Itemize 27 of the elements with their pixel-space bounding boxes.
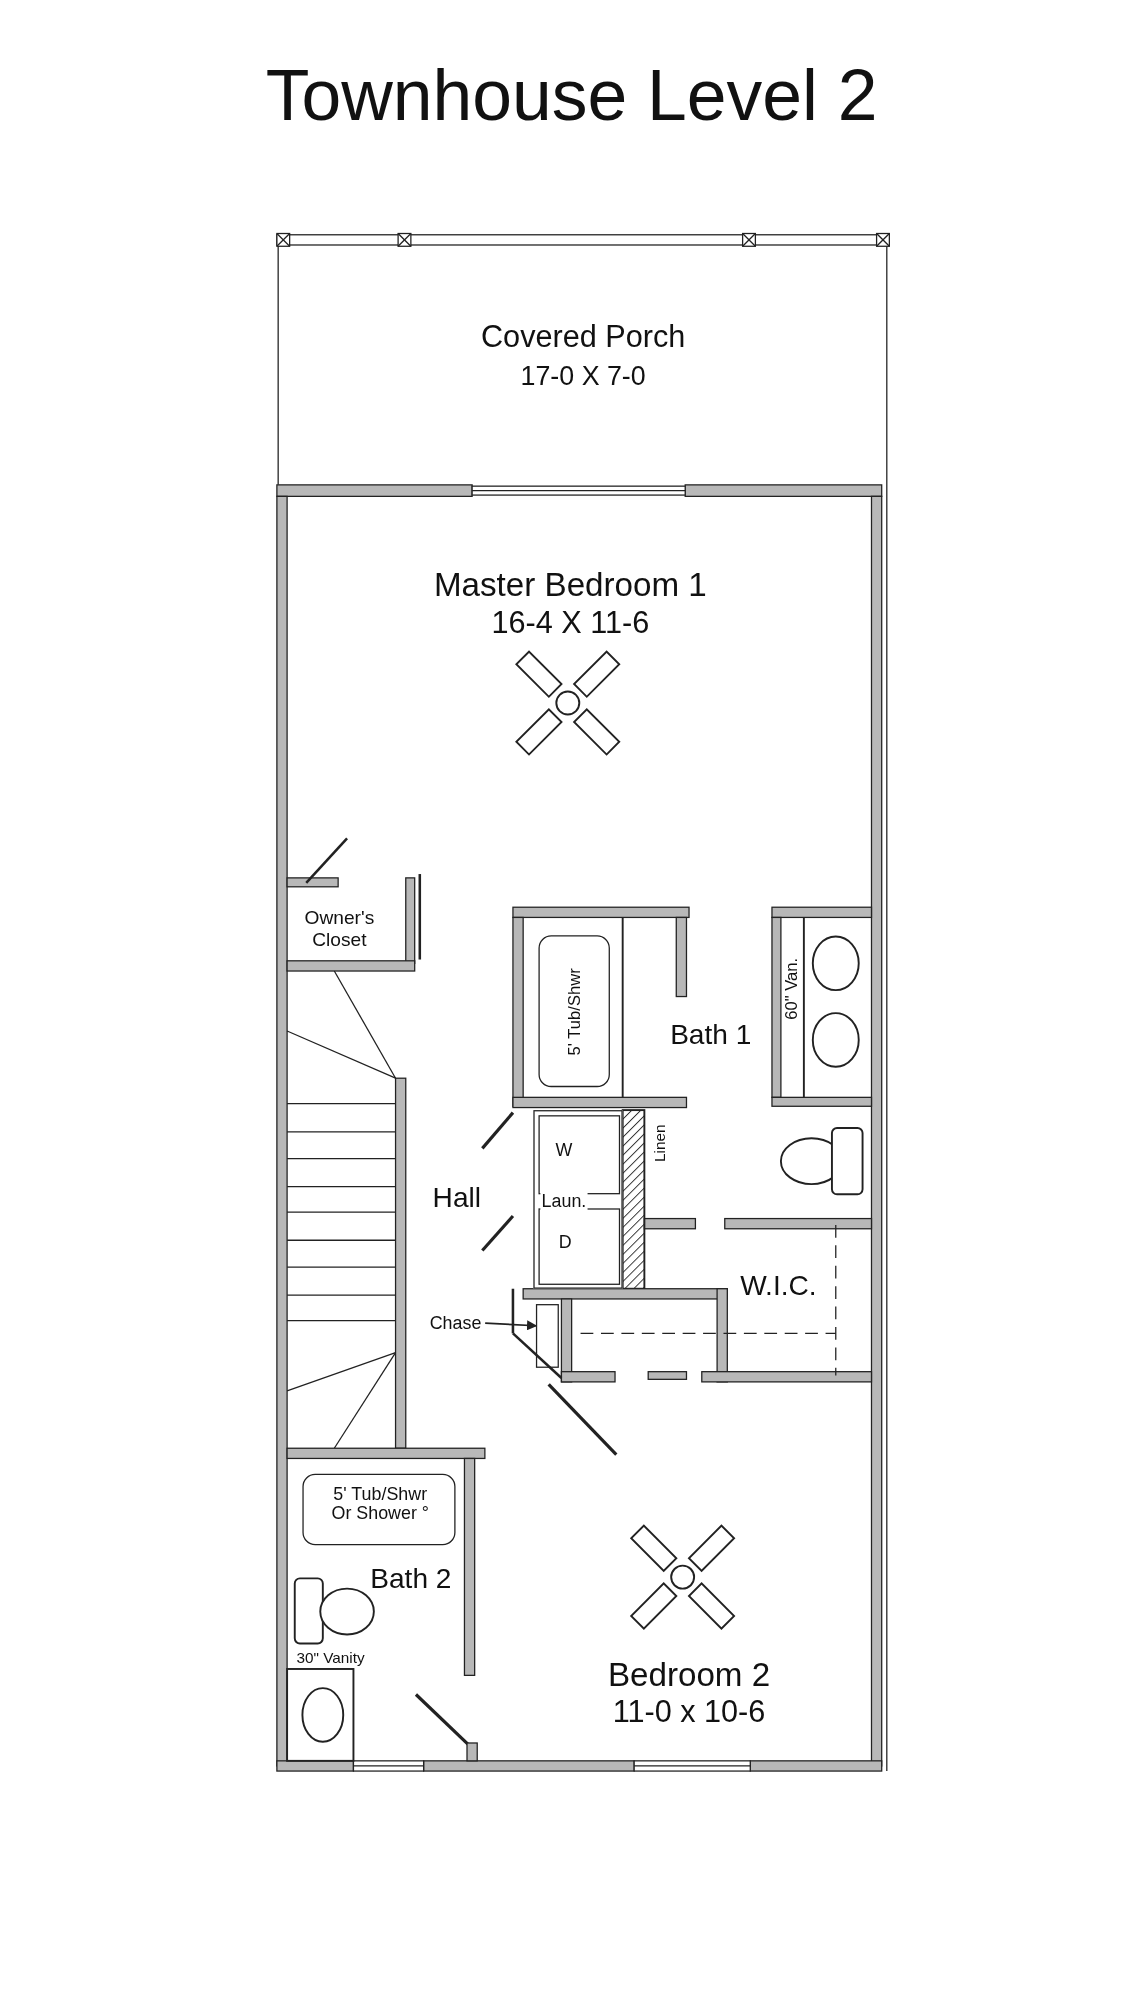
- bathtub: [302, 1473, 456, 1546]
- room-name: Covered Porch: [481, 320, 686, 354]
- page-title: Townhouse Level 2: [265, 56, 878, 135]
- room-name: Bedroom 2: [607, 1657, 771, 1694]
- fixture-label: W: [555, 1141, 573, 1161]
- dryer: [538, 1208, 621, 1285]
- room-dimensions: 11-0 x 10-6: [612, 1695, 766, 1730]
- room-name: Laun.: [540, 1192, 588, 1212]
- room-name: Owner's Closet: [303, 907, 376, 950]
- room-name: Master Bedroom 1: [433, 566, 707, 603]
- fixture-label: 5' Tub/Shwr: [566, 968, 585, 1056]
- fixture-label: D: [558, 1233, 572, 1253]
- fixture-label: 5' Tub/Shwr Or Shower °: [330, 1484, 430, 1524]
- bathtub: [538, 935, 610, 1088]
- room-name: Bath 1: [670, 1019, 752, 1051]
- room-name: Bath 2: [370, 1564, 452, 1596]
- leader-arrow: [484, 1320, 538, 1331]
- laundry-area: [533, 1110, 623, 1289]
- washer: [538, 1115, 621, 1195]
- room-name: Hall: [432, 1182, 481, 1214]
- room-dimensions: 16-4 X 11-6: [491, 605, 650, 640]
- room-name: Linen: [652, 1124, 670, 1162]
- chase-label: Chase: [429, 1313, 482, 1333]
- room-name: W.I.C.: [740, 1270, 817, 1302]
- fixture-label: 60" Van.: [783, 957, 802, 1020]
- fixture-label: 30" Vanity: [296, 1650, 365, 1668]
- room-dimensions: 17-0 X 7-0: [520, 360, 646, 390]
